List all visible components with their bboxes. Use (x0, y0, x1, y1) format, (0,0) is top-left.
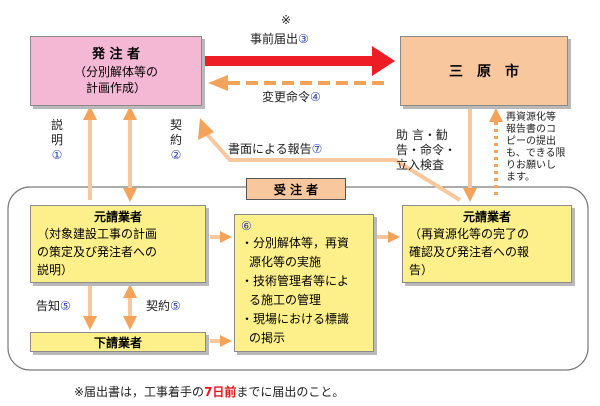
prime-left-l2: の策定及び発注者への (37, 245, 158, 259)
contract-num: ② (170, 148, 182, 162)
reference-mark: ※ (281, 13, 292, 27)
prime-right-l2: 確認及び発注者への報 (409, 245, 530, 259)
side-note-l5: りお願いし (506, 160, 556, 171)
explain-label: 説 明 ① (49, 118, 65, 163)
side-note: 再資源化等 報告書のコ ピーの提出 も、できる限 りお願いし ます。 (506, 112, 590, 184)
prime-left-l3: 説明） (37, 263, 74, 277)
notice-arrow (83, 283, 97, 330)
prime-right-title: 元請業者 (462, 210, 511, 224)
middle-num: ⑥ (241, 219, 252, 233)
side-note-l6: ます。 (506, 172, 535, 183)
owner-sub2: 計画作成） (85, 81, 146, 95)
notification-label: 事前届出③ (250, 31, 309, 47)
contractor-tag: 受 注 者 (246, 178, 346, 200)
advice-l1: 助 言・勧 (396, 128, 448, 142)
written-report-text: 書面による報告 (228, 142, 312, 156)
middle-l2: 源化等の実施 (249, 255, 322, 269)
advice-l3: 立入検査 (396, 158, 445, 172)
explain-l1: 説 (50, 118, 63, 132)
prime-contractor-plan-box: 元請業者 （対象建設工事の計画 の策定及び発注者への 説明） (30, 205, 206, 283)
owner-title: 発 注 者 (91, 47, 141, 62)
written-report-label: 書面による報告⑦ (228, 141, 322, 157)
contractor-tag-text: 受 注 者 (273, 182, 319, 197)
notification-text: 事前届出 (250, 32, 299, 46)
side-note-l2: 報告書のコ (506, 124, 556, 135)
footnote-pre: ※届出書は，工事着手の (74, 385, 205, 399)
notification-num: ③ (298, 32, 309, 46)
sub-to-work-arrow (210, 335, 232, 347)
prime-right-l1: （再資源化等の完了の (409, 227, 530, 241)
explain-l2: 明 (50, 133, 63, 147)
city-title: 三 原 市 (449, 64, 519, 80)
change-order-arrow (208, 75, 385, 91)
advice-arrow (463, 106, 477, 202)
subcontract-num: ⑤ (170, 299, 181, 313)
plan-to-work-arrow (210, 231, 232, 243)
contract-l2: 約 (169, 133, 182, 147)
footnote-bold: 7日前 (204, 385, 237, 399)
middle-l1: ・分別解体等，再資 (241, 236, 350, 250)
written-report-num: ⑦ (311, 142, 323, 156)
copy-submission-arrow (489, 108, 503, 195)
contract-label: 契 約 ② (168, 118, 184, 163)
change-order-text: 変更命令 (262, 90, 311, 104)
advice-l2: 告・命令・ (396, 143, 457, 157)
work-execution-box: ⑥ ・分別解体等，再資 源化等の実施 ・技術管理者等によ る施工の管理 ・現場に… (234, 214, 374, 352)
prime-right-l3: 告） (409, 263, 434, 277)
subcontractor-box: 下請業者 (30, 332, 206, 352)
contract-l1: 契 (169, 118, 182, 132)
notice-label: 告知⑤ (36, 298, 71, 314)
side-note-l3: ピーの提出 (506, 136, 556, 147)
middle-l6: の掲示 (249, 331, 286, 345)
notice-num: ⑤ (60, 299, 71, 313)
middle-l5: ・現場における標識 (241, 312, 350, 326)
sub-title: 下請業者 (93, 335, 142, 350)
side-note-l4: も、できる限 (506, 148, 566, 159)
explain-arrow (83, 106, 97, 200)
notice-text: 告知 (36, 299, 61, 313)
work-to-confirm-arrow (376, 231, 400, 243)
advice-label: 助 言・勧 告・命令・ 立入検査 (396, 128, 466, 173)
prime-left-title: 元請業者 (93, 210, 142, 224)
subcontract-arrow (123, 284, 137, 330)
change-order-label: 変更命令④ (262, 89, 321, 105)
footnote: ※届出書は，工事着手の7日前までに届出のこと。 (74, 384, 344, 400)
explain-num: ① (51, 148, 63, 162)
footnote-post: までに届出のこと。 (236, 385, 345, 399)
subcontract-label: 契約⑤ (146, 298, 181, 314)
middle-l4: る施工の管理 (249, 293, 322, 307)
prime-left-l1: （対象建設工事の計画 (37, 227, 158, 241)
middle-l3: ・技術管理者等によ (241, 274, 350, 288)
city-box: 三 原 市 (400, 36, 568, 106)
contract-arrow (123, 106, 137, 202)
subcontract-text: 契約 (146, 299, 171, 313)
owner-sub1: （分別解体等の (73, 65, 158, 79)
side-note-l1: 再資源化等 (506, 112, 556, 123)
change-order-num: ④ (310, 90, 321, 104)
notification-arrow (205, 46, 395, 76)
written-report-arrow (198, 118, 462, 202)
prime-contractor-report-box: 元請業者 （再資源化等の完了の 確認及び発注者への報 告） (402, 205, 572, 283)
owner-box: 発 注 者 （分別解体等の 計画作成） (30, 36, 202, 106)
